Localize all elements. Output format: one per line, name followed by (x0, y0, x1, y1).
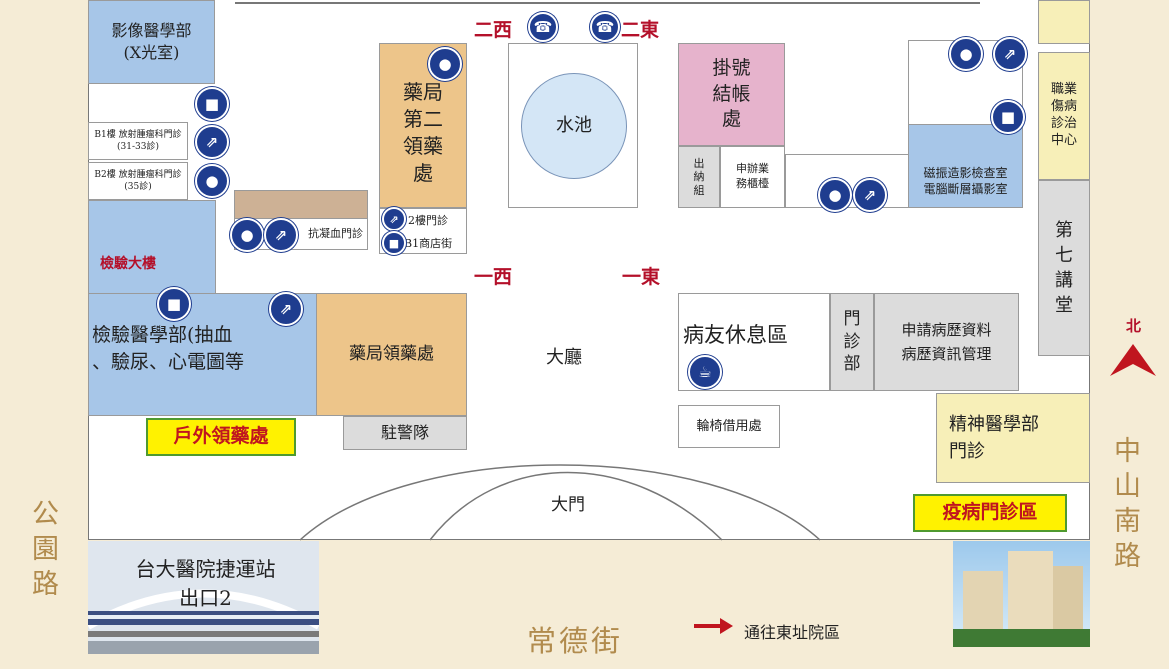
elevator-icon: ■ (382, 231, 406, 255)
arrow-right-icon (694, 617, 734, 635)
phone-icon: ☎ (590, 12, 620, 42)
pool: 水池 (521, 73, 627, 179)
phone-icon: ☎ (528, 12, 558, 42)
coffee-cup-icon: ☕ (688, 355, 722, 389)
outpatient-department: 門 診 部 (830, 293, 874, 391)
police-unit: 駐警隊 (343, 416, 467, 450)
cashier-group: 出 納 組 (678, 146, 720, 208)
street-gongyuan: 公 園 路 (32, 499, 59, 601)
outdoor-pickup-label: 戶外領藥處 (146, 418, 296, 456)
main-gate-label: 大門 (551, 495, 585, 515)
elevator-icon: ■ (195, 87, 229, 121)
restroom-icon: ● (230, 218, 264, 252)
top-corridor-line (235, 2, 980, 4)
lab-medicine-label: 檢驗醫學部(抽血 、驗尿、心電圖等 (92, 324, 245, 373)
pharmacy-pickup: 藥局領藥處 (316, 293, 467, 416)
escalator-icon: ⇗ (264, 218, 298, 252)
corridor-west-2: 二西 (474, 19, 513, 41)
lab-building-block-ext (88, 293, 318, 416)
b2-radiation-oncology: B2樓 放射腫瘤科門診 (35診) (88, 162, 188, 200)
mri-ct-room: 磁振造影檢查室 電腦斷層攝影室 (908, 124, 1023, 208)
east-campus-link[interactable]: 通往東址院區 (744, 623, 841, 642)
seventh-lecture-hall: 第 七 講 堂 (1038, 180, 1090, 356)
b1-radiation-oncology: B1樓 放射腫瘤科門診 (31-33診) (88, 122, 188, 160)
escalator-icon: ⇗ (269, 292, 303, 326)
occupational-injury-center: 職業 傷病 診治 中心 (1038, 52, 1090, 180)
pharmacy2-note-2f: 2樓門診 (408, 214, 448, 227)
pharmacy2-note-b1: B1商店街 (404, 237, 453, 250)
restroom-icon: ● (195, 164, 229, 198)
escalator-icon: ⇗ (853, 178, 887, 212)
elevator-icon: ■ (157, 287, 191, 321)
mrt-train-icon (88, 589, 319, 654)
psychiatry-clinic: 精神醫學部 門診 (936, 393, 1090, 483)
epidemic-clinic-label: 疫病門診區 (913, 494, 1067, 532)
corridor-east-1: 一東 (622, 266, 661, 288)
escalator-icon: ⇗ (382, 207, 406, 231)
north-arrow-icon (1110, 344, 1156, 376)
anticoag-block (234, 190, 368, 220)
restroom-icon: ● (428, 47, 462, 81)
medical-records: 申請病歷資料 病歷資訊管理 (874, 293, 1019, 391)
compass-north-label: 北 (1126, 317, 1142, 335)
wheelchair-rental: 輪椅借用處 (678, 405, 780, 448)
yellow-strip-top (1038, 0, 1090, 44)
registration-cashier: 掛號 結帳 處 (678, 43, 785, 146)
hospital-building-photo (953, 541, 1090, 647)
restroom-icon: ● (949, 37, 983, 71)
mrt-station-panel (88, 541, 319, 654)
corridor-east-2: 二東 (621, 19, 660, 41)
restroom-icon: ● (818, 178, 852, 212)
main-gate-arcs (299, 464, 821, 541)
corridor-west-1: 一西 (474, 266, 513, 288)
business-counter: 申辦業 務櫃檯 (720, 146, 785, 208)
escalator-icon: ⇗ (195, 125, 229, 159)
imaging-room: 影像醫學部 (X光室) (88, 0, 215, 84)
escalator-icon: ⇗ (993, 37, 1027, 71)
elevator-icon: ■ (991, 100, 1025, 134)
street-changde: 常德街 (527, 624, 624, 658)
main-hall-label: 大廳 (546, 347, 582, 368)
street-zhongshan-south: 中 山 南 路 (1114, 436, 1141, 573)
pharmacy-second-pickup: 藥局 第二 領藥 處 (379, 43, 467, 208)
mrt-station-label: 台大醫院捷運站 出口2 (135, 557, 276, 610)
lab-building-label: 檢驗大樓 (100, 256, 156, 272)
